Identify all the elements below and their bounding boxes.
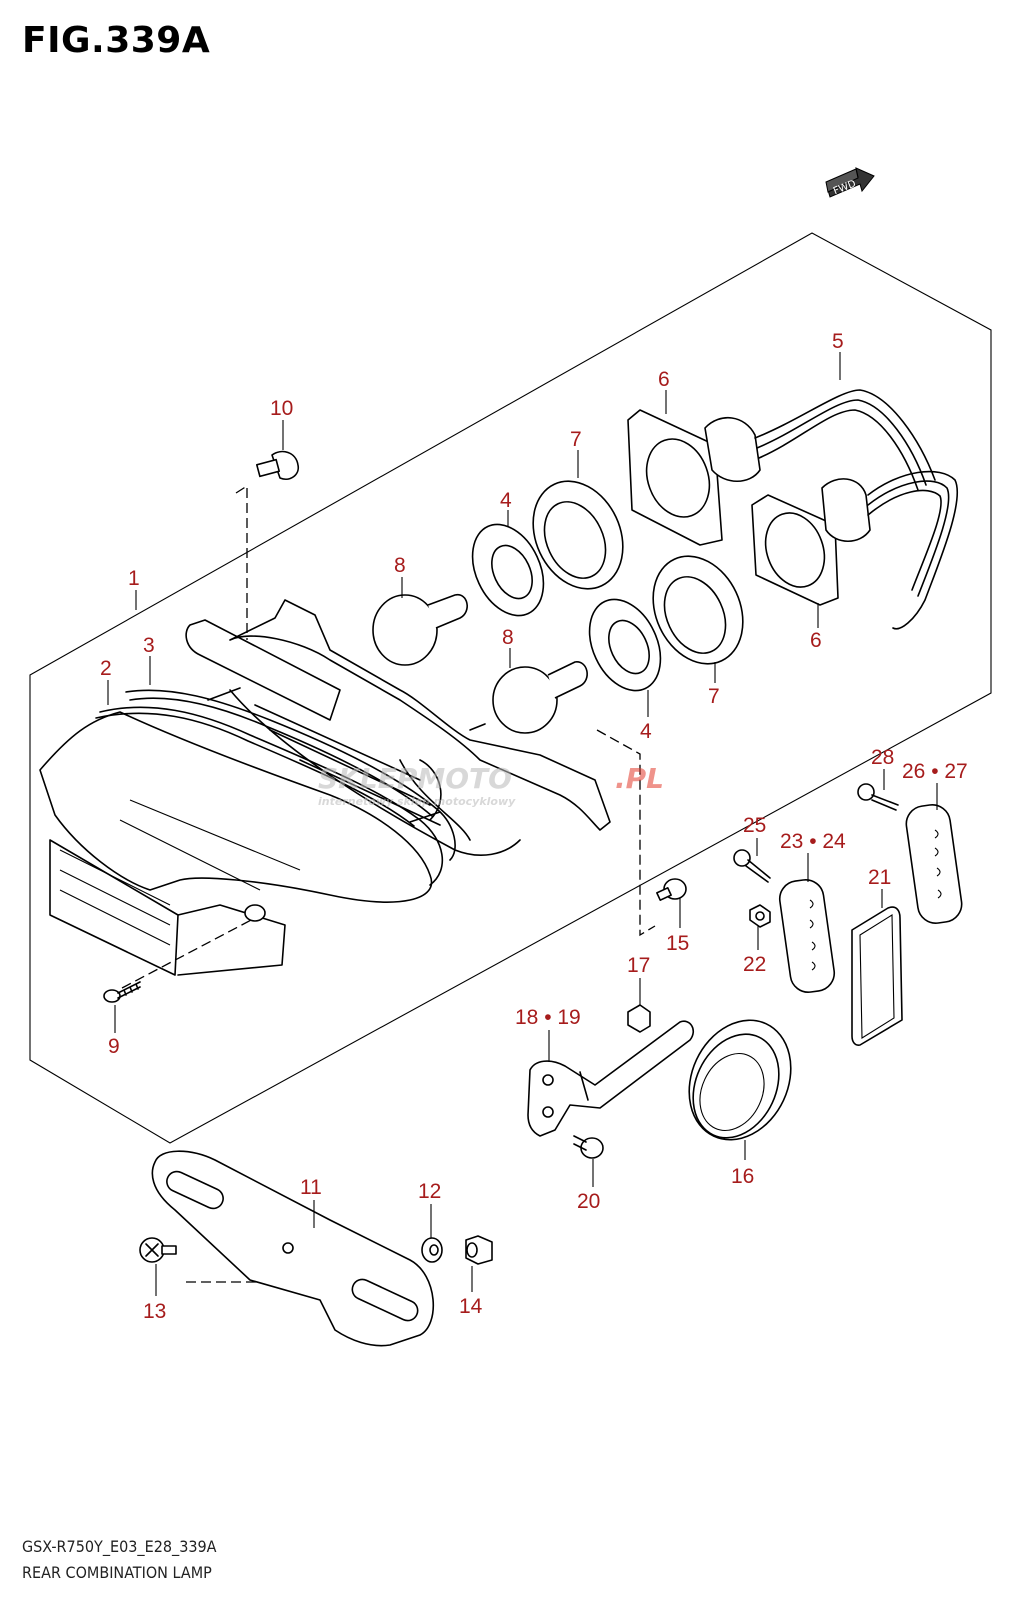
- callout-25: 25: [743, 814, 766, 837]
- screw-9: [103, 981, 141, 1003]
- socket-4-lower: [588, 598, 662, 692]
- bolt-15: [656, 878, 687, 901]
- callout-20: 20: [577, 1190, 600, 1213]
- nut-14: [465, 1235, 493, 1265]
- watermark-brand: SKLEPMOTO: [318, 762, 512, 795]
- callout-17: 17: [627, 954, 650, 977]
- screw-28: [857, 783, 899, 811]
- callout-13: 13: [143, 1300, 166, 1323]
- callout-2: 2: [100, 657, 112, 680]
- callout-11: 11: [300, 1176, 322, 1199]
- assembly-frame: [29, 232, 992, 1144]
- callout-3: 3: [143, 634, 155, 657]
- reflector-21: [851, 906, 903, 1046]
- fwd-arrow-icon: FWD: [825, 167, 875, 198]
- socket-4-upper: [471, 523, 545, 617]
- callouts: 1 2 3 4 4 5 6 6 7 7 8 8 9 10 11 12 13 14…: [100, 330, 968, 1323]
- callout-1: 1: [128, 567, 140, 590]
- callout-14: 14: [459, 1295, 483, 1318]
- callout-4-upper: 4: [500, 489, 512, 512]
- callout-9: 9: [108, 1035, 120, 1058]
- lens-outline: [39, 689, 456, 976]
- bulb-8-lower: [492, 661, 588, 734]
- nut-22: [749, 904, 771, 928]
- callout-21: 21: [868, 866, 891, 889]
- callout-4-lower: 4: [640, 720, 652, 743]
- callout-8-upper: 8: [394, 554, 406, 577]
- watermark: SKLEPMOTO .PL internetowy sklep motocykl…: [318, 762, 664, 808]
- bolt-10: [255, 450, 300, 480]
- bracket-18-19: [527, 1020, 695, 1137]
- reflector-16: [688, 1019, 792, 1141]
- reflector-26-27: [905, 804, 963, 924]
- callout-6-upper: 6: [658, 368, 670, 391]
- ring-7-upper: [532, 480, 624, 590]
- callout-22: 22: [743, 953, 766, 976]
- ring-7-lower: [652, 555, 744, 665]
- callout-18-19: 18 • 19: [515, 1006, 581, 1029]
- leader-lines: [107, 352, 938, 1296]
- watermark-tagline: internetowy sklep motocyklowy: [318, 795, 516, 808]
- bolt-20: [573, 1135, 604, 1159]
- bulb-8-upper: [372, 594, 468, 666]
- wire-harness-5: [704, 389, 959, 630]
- callout-15: 15: [666, 932, 689, 955]
- callout-8-lower: 8: [502, 626, 514, 649]
- figure-title: FIG.339A: [22, 20, 211, 61]
- plate-11: [151, 1150, 435, 1347]
- callout-7-lower: 7: [708, 685, 720, 708]
- screw-25: [733, 849, 771, 883]
- figure-name: REAR COMBINATION LAMP: [22, 1563, 212, 1582]
- reflector-23-24: [778, 879, 836, 993]
- callout-12: 12: [418, 1180, 441, 1203]
- callout-16: 16: [731, 1165, 754, 1188]
- callout-23-24: 23 • 24: [780, 830, 846, 853]
- lamp-housing: [185, 599, 611, 856]
- callout-28: 28: [871, 746, 894, 769]
- callout-10: 10: [270, 397, 293, 420]
- callout-5: 5: [832, 330, 844, 353]
- model-code: GSX-R750Y_E03_E28_339A: [22, 1537, 217, 1556]
- nut-17: [627, 1004, 651, 1033]
- watermark-domain: .PL: [615, 762, 664, 795]
- washer-12: [421, 1237, 443, 1263]
- screw-13: [139, 1237, 177, 1263]
- callout-26-27: 26 • 27: [902, 760, 968, 783]
- callout-7-upper: 7: [570, 428, 582, 451]
- callout-6-lower: 6: [810, 629, 822, 652]
